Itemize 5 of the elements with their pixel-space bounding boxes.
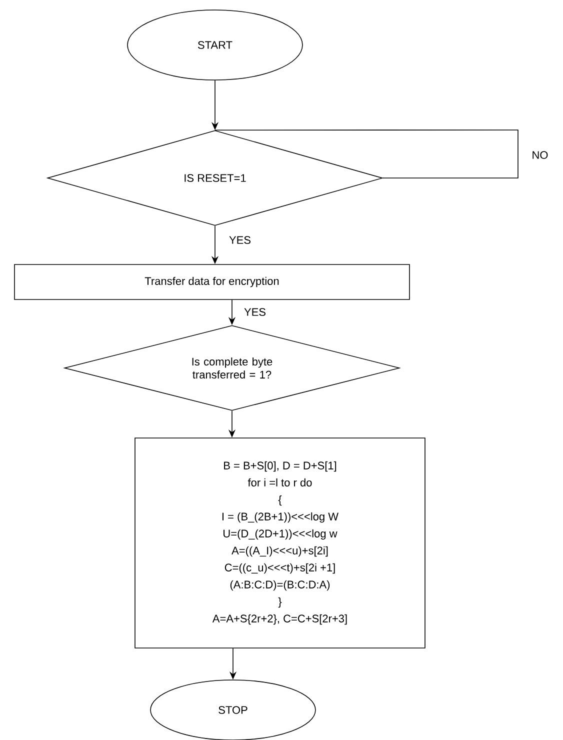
edge-label: YES [228, 235, 252, 245]
process-box: B = B+S[0], D = D+S[1] for i =l to r do { I = (B_(2B+1))<<<log W U=(D_(2D+1))<<<log w A=((A_I)<<<u)+s[2i] C=((c_u)<<<t)+s[2i +1] (A:B:C:D)=(B:C:D:A) } A=A+S{2r+2}, C=C+S[2r+3] [134, 438, 426, 648]
edge-label: YES [243, 307, 267, 317]
process-box: Transfer data for encryption [14, 264, 410, 300]
edge-label: NO [530, 150, 550, 160]
